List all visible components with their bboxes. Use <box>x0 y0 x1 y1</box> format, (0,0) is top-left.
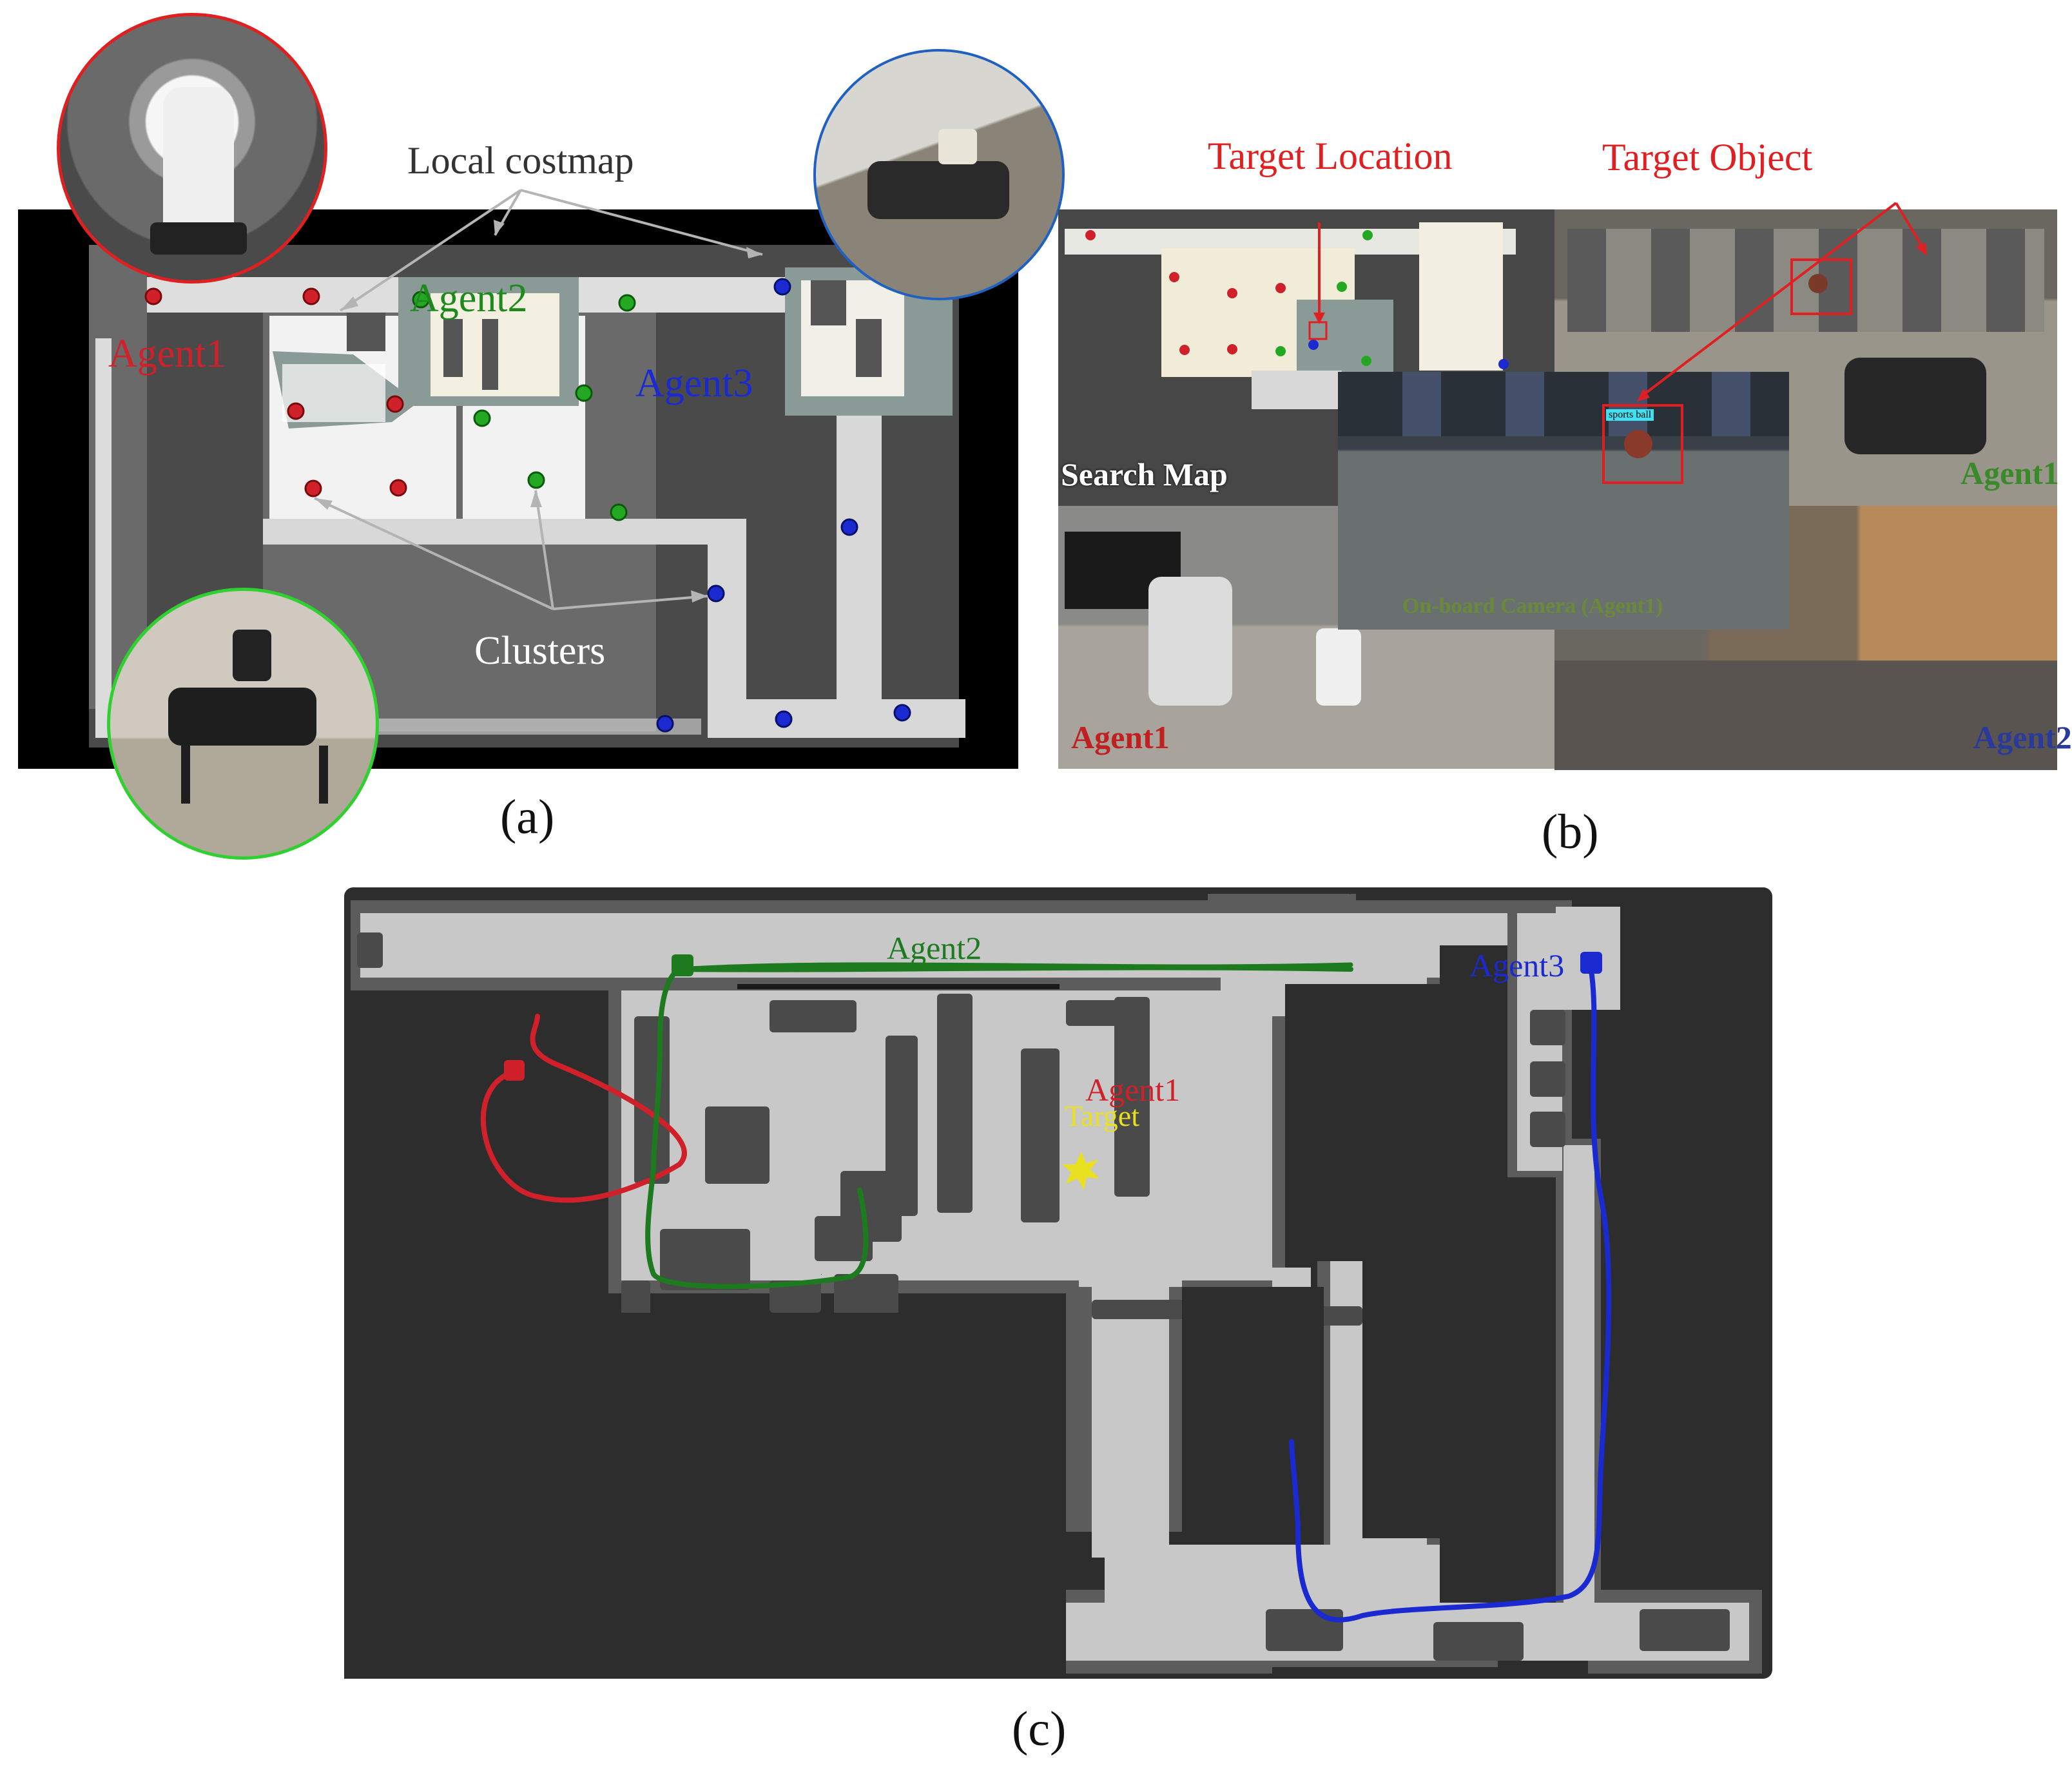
hallway-floor <box>1554 661 2057 770</box>
panel-a-agent2-label: Agent2 <box>410 276 528 320</box>
agent3-clusters <box>656 278 911 733</box>
agent1-robot-base <box>150 222 247 255</box>
agent2-robot-legs <box>181 746 328 804</box>
panel-c-agent2-label: Agent2 <box>887 930 982 966</box>
detection-box-ball <box>1602 404 1683 484</box>
panel-a-agent1-label: Agent1 <box>108 332 226 376</box>
target-object-arrows <box>1637 202 1927 401</box>
target-location-label: Target Location <box>1208 135 1453 177</box>
panel-b-caption: (b) <box>1542 805 1599 859</box>
detection-tag: sports ball <box>1606 409 1654 421</box>
cluster-arrows <box>314 490 708 610</box>
camera-view-agent2-hallway: Agent2 <box>1554 506 2072 770</box>
panel-c-trajectory-map: Agent1 Agent2 Agent3 Target <box>344 887 1772 1679</box>
detection-ball <box>1624 430 1652 458</box>
panel-c-target-label: Target <box>1065 1099 1139 1132</box>
agent3-robot-dog <box>867 161 1009 219</box>
agent2-clusters <box>412 291 636 521</box>
agent3-robot-sensor <box>938 129 977 164</box>
agent1-dog-photo <box>1844 358 1986 454</box>
target-ball <box>1808 274 1828 293</box>
agent2-robot-lidar <box>233 630 271 681</box>
robot-photo-agent3 <box>813 49 1065 300</box>
agent1-dog-label: Agent1 <box>1961 455 2059 491</box>
target-object-label: Target Object <box>1602 136 1813 179</box>
agent1-marker <box>504 1060 525 1081</box>
panel-a-local-costmap-label: Local costmap <box>407 139 634 182</box>
agent2-label-b: Agent2 <box>1973 719 2072 755</box>
panel-c-svg <box>344 894 1772 1679</box>
panel-a-caption: (a) <box>500 790 555 844</box>
office-chair <box>1148 577 1232 706</box>
agent2-marker <box>672 954 693 976</box>
robot-photo-agent1 <box>57 13 327 284</box>
panel-b-composite: Search Map Agent1 Agent1 Agent2 sports b… <box>1058 202 2072 770</box>
search-map-label: Search Map <box>1061 456 1228 492</box>
agent1-clusters <box>144 287 407 497</box>
agent1-bottom-label: Agent1 <box>1071 719 1170 755</box>
target-star <box>1062 1152 1099 1190</box>
agent1-robot-in-office <box>1316 628 1361 706</box>
agent2-trajectory <box>645 965 1353 1289</box>
onboard-camera-label: On-board Camera (Agent1) <box>1402 594 1663 618</box>
agent2-trajectory-return <box>678 962 1353 972</box>
panel-a-agent3-label: Agent3 <box>635 362 753 405</box>
agent1-trajectory <box>480 1014 687 1203</box>
onboard-detection-boxes <box>1338 372 1789 436</box>
agent1-robot-body <box>163 87 234 235</box>
panel-a-clusters-label: Clusters <box>474 629 606 673</box>
agent3-trajectory <box>1289 961 1612 1623</box>
robot-photo-agent2 <box>107 588 379 860</box>
panel-c-caption: (c) <box>1012 1702 1067 1756</box>
panel-a-map <box>18 189 1018 769</box>
agent3-marker <box>1580 952 1602 974</box>
panel-c-agent1-label: Agent1 <box>1085 1072 1181 1108</box>
panel-c-agent3-label: Agent3 <box>1469 947 1565 983</box>
agent2-robot-dog <box>168 688 316 746</box>
onboard-camera-view: sports ball On-board Camera (Agent1) <box>1338 372 1789 630</box>
